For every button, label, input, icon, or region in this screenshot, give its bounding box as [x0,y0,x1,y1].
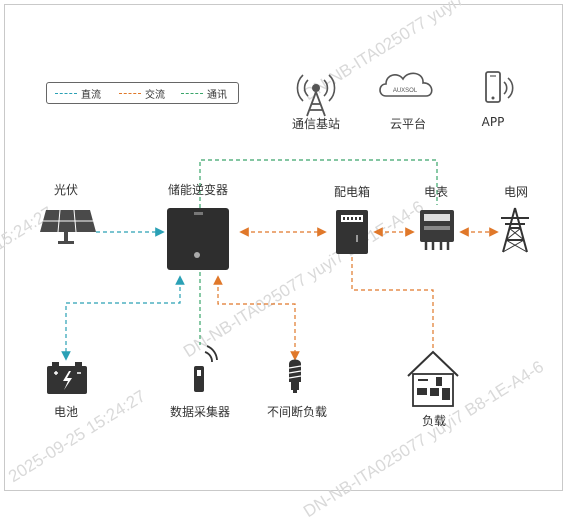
legend-dc: 直流 [55,86,101,101]
smartphone-icon [485,71,514,103]
ac-line-inverter-upsload [213,275,300,361]
legend: 直流 交流 通讯 [46,82,239,104]
legend-comm: 通讯 [181,86,227,101]
diagram-frame [4,4,563,491]
meter-label: 电表 [423,185,448,199]
ac-line-box-load [351,250,434,350]
battery-label: 电池 [53,405,78,419]
cloud-icon: AUXSOL [379,72,433,97]
solar-panel-icon [40,209,96,244]
distribution-box-icon [336,210,368,254]
battery-icon [47,362,87,394]
grid-label: 电网 [503,185,528,199]
radio-tower-icon [296,74,336,117]
app-label: APP [481,115,505,129]
ups-load-label: 不间断负载 [266,405,327,419]
diagram-graphics: AUXSOL [40,71,529,407]
legend-ac: 交流 [119,86,165,101]
base-station-label: 通信基站 [291,117,340,131]
house-load-icon [407,350,459,407]
distribution-box-label: 配电箱 [333,185,370,199]
cloud-label: 云平台 [389,117,426,131]
comm-line-inverter-meter [199,159,438,208]
datalogger-icon [194,345,218,392]
meter-icon [420,210,454,250]
pv-label: 光伏 [53,183,78,197]
lightbulb-icon [288,359,302,393]
cloud-icon-text: AUXSOL [393,88,418,94]
load-label: 负载 [421,414,446,428]
dc-line-inverter-battery [61,275,185,361]
datalogger-label: 数据采集器 [169,405,230,419]
inverter-icon [167,208,229,270]
inverter-label: 储能逆变器 [167,183,228,197]
power-tower-icon [501,207,529,253]
